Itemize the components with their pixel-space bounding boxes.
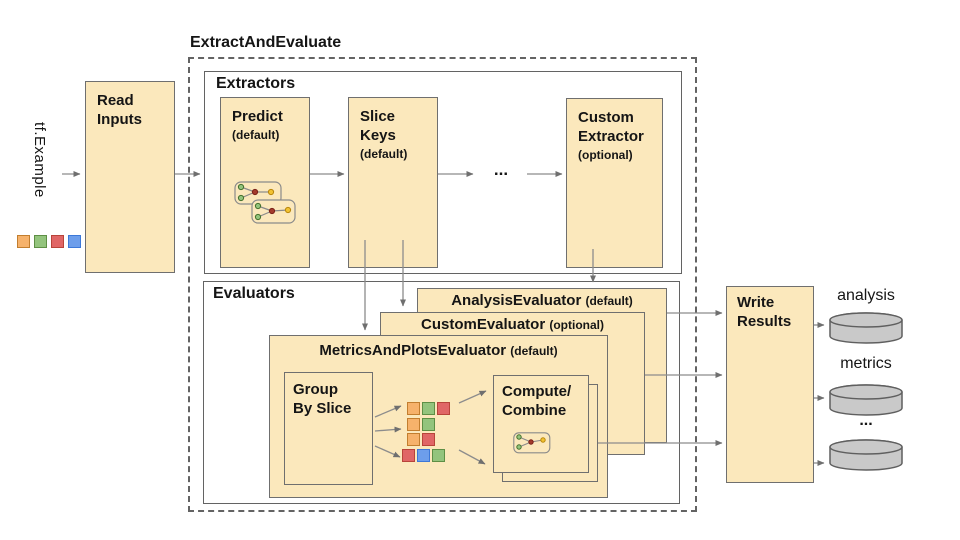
- analysis-evaluator-name: AnalysisEvaluator: [451, 292, 582, 309]
- custom-evaluator-title: CustomEvaluator (optional): [381, 313, 644, 333]
- slice-row-4: [402, 449, 445, 462]
- compute-combine-label-line1: Compute/: [502, 383, 572, 400]
- extractors-ellipsis: ...: [493, 160, 509, 179]
- data-square-blue: [417, 449, 430, 462]
- data-square-blue: [68, 235, 81, 248]
- data-square-green: [34, 235, 47, 248]
- write-results-box: Write Results: [726, 286, 814, 483]
- predict-extractor-box: Predict (default): [220, 97, 310, 268]
- input-squares: [17, 235, 81, 248]
- predict-label: Predict: [232, 108, 283, 125]
- read-inputs-box: Read Inputs: [85, 81, 175, 273]
- evaluators-section-label: Evaluators: [213, 285, 295, 302]
- custom-evaluator-qualifier: (optional): [549, 318, 605, 332]
- metrics-database-icon: [829, 384, 903, 416]
- data-square-green: [422, 402, 435, 415]
- extract-and-evaluate-container: [188, 57, 697, 512]
- output-label-more: ...: [859, 412, 873, 429]
- read-inputs-label-line1: Read: [97, 92, 134, 109]
- data-square-red: [402, 449, 415, 462]
- model-graph-icon: [234, 181, 296, 224]
- custom-extractor-qualifier: (optional): [578, 148, 633, 162]
- more-database-icon: [829, 439, 903, 471]
- data-square-green: [432, 449, 445, 462]
- custom-extractor-box: Custom Extractor (optional): [566, 98, 663, 268]
- read-inputs-label-line2: Inputs: [97, 111, 142, 128]
- data-square-red: [422, 433, 435, 446]
- extractors-section-label: Extractors: [216, 75, 296, 92]
- combine-graph-icon: [513, 432, 551, 454]
- slice-row-2: [407, 418, 435, 431]
- metrics-and-plots-evaluator-qualifier: (default): [510, 344, 558, 358]
- slice-row-3: [407, 433, 435, 446]
- data-square-orange: [407, 402, 420, 415]
- custom-evaluator-name: CustomEvaluator: [420, 316, 546, 333]
- data-square-orange: [407, 433, 420, 446]
- slice-row-1: [407, 402, 450, 415]
- group-by-slice-box: Group By Slice: [284, 372, 373, 485]
- data-square-red: [437, 402, 450, 415]
- analysis-database-icon: [829, 312, 903, 344]
- metrics-and-plots-evaluator-name: MetricsAndPlotsEvaluator: [319, 342, 507, 359]
- predict-qualifier: (default): [232, 128, 280, 142]
- data-square-green: [422, 418, 435, 431]
- group-by-slice-label-line2: By Slice: [293, 400, 352, 417]
- slice-keys-qualifier: (default): [360, 147, 408, 161]
- custom-extractor-label-line2: Extractor: [578, 128, 644, 145]
- analysis-evaluator-title: AnalysisEvaluator (default): [418, 289, 666, 309]
- custom-extractor-label-line1: Custom: [578, 109, 634, 126]
- data-square-orange: [17, 235, 30, 248]
- data-square-red: [51, 235, 64, 248]
- output-label-metrics: metrics: [840, 355, 892, 372]
- metrics-and-plots-evaluator-title: MetricsAndPlotsEvaluator (default): [270, 336, 607, 359]
- input-label: tf.Example: [31, 122, 48, 198]
- write-results-label-line2: Results: [737, 313, 792, 330]
- data-square-orange: [407, 418, 420, 431]
- slice-keys-label-line2: Keys: [360, 127, 396, 144]
- pipeline-title: ExtractAndEvaluate: [190, 34, 342, 51]
- analysis-evaluator-qualifier: (default): [585, 294, 633, 308]
- slice-keys-label-line1: Slice: [360, 108, 396, 125]
- group-by-slice-label-line1: Group: [293, 381, 338, 398]
- write-results-label-line1: Write: [737, 294, 775, 311]
- compute-combine-box: Compute/ Combine: [493, 375, 589, 473]
- slice-keys-extractor-box: Slice Keys (default): [348, 97, 438, 268]
- compute-combine-label-line2: Combine: [502, 402, 567, 419]
- output-label-analysis: analysis: [837, 287, 895, 304]
